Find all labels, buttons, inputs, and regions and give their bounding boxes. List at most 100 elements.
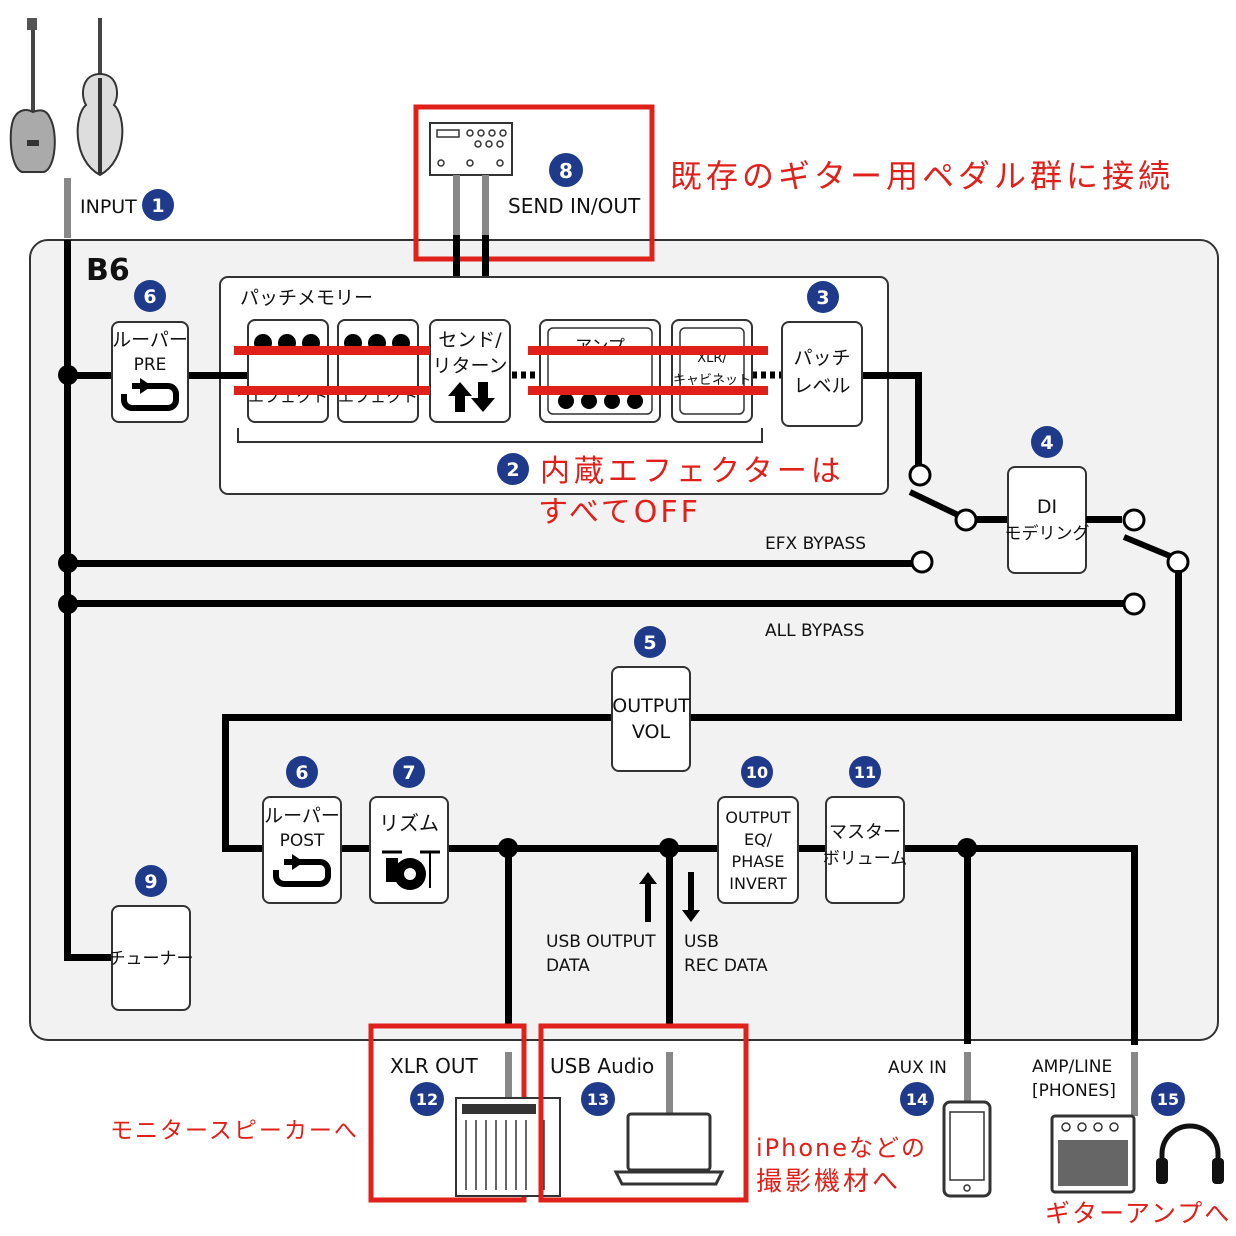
svg-text:ルーパー: ルーパー: [264, 805, 340, 827]
amp-block: [539, 319, 661, 423]
badge-2: 2: [497, 453, 529, 485]
patch-level-block: [781, 321, 863, 427]
svg-text:6: 6: [143, 286, 156, 308]
svg-text:11: 11: [854, 763, 876, 782]
badge-6a: 6: [134, 280, 166, 312]
svg-text:PHASE: PHASE: [732, 852, 785, 871]
smartphone-icon: [942, 1100, 992, 1198]
usb-output-arrow-icon: [639, 872, 657, 922]
upright-bass-icon: [76, 18, 124, 177]
svg-text:4: 4: [1040, 432, 1053, 454]
svg-text:チューナー: チューナー: [109, 949, 194, 969]
guitar-amp-annotation: ギターアンプへ: [1045, 1199, 1231, 1228]
svg-text:PRE: PRE: [134, 355, 167, 375]
badge-5: 5: [634, 626, 666, 658]
svg-text:XLR OUT: XLR OUT: [390, 1054, 478, 1078]
svg-text:DATA: DATA: [546, 956, 590, 976]
svg-text:センド/: センド/: [438, 329, 502, 351]
svg-text:POST: POST: [280, 831, 325, 851]
tuner-block: [111, 905, 191, 1011]
mixer-icon: [455, 1097, 561, 1197]
svg-text:5: 5: [643, 632, 656, 654]
output-vol-block: [611, 666, 691, 772]
svg-text:INVERT: INVERT: [729, 874, 787, 893]
badge-11: 11: [849, 756, 881, 788]
headphones-icon: [1156, 1123, 1224, 1184]
svg-text:リズム: リズム: [379, 811, 439, 835]
svg-text:USB: USB: [684, 932, 719, 952]
svg-text:AMP/LINE: AMP/LINE: [1032, 1057, 1112, 1077]
device-name: B6: [86, 253, 130, 288]
di-block: [1007, 466, 1087, 574]
send-highlight: [413, 104, 655, 262]
svg-text:USB Audio: USB Audio: [550, 1054, 654, 1078]
input-cable: [64, 178, 71, 238]
svg-text:12: 12: [416, 1090, 438, 1109]
iphone-annotation-2: 撮影機材へ: [756, 1167, 901, 1197]
monitor-annotation: モニタースピーカーへ: [110, 1118, 359, 1144]
svg-text:モデリング: モデリング: [1005, 523, 1090, 544]
efx-bypass-label: EFX BYPASS: [765, 534, 866, 554]
badge-14: 14: [900, 1082, 934, 1116]
effects-off-strike: [234, 346, 768, 395]
svg-text:マスター: マスター: [829, 822, 901, 843]
looper-pre-block: [111, 321, 189, 423]
svg-text:7: 7: [402, 762, 415, 784]
svg-text:レベル: レベル: [793, 375, 850, 397]
svg-text:EQ/: EQ/: [744, 830, 773, 849]
svg-text:ルーパー: ルーパー: [112, 329, 188, 351]
loop-icon: [121, 383, 179, 411]
badge-6b: 6: [286, 756, 318, 788]
badge-3: 3: [807, 281, 839, 313]
drum-icon: [382, 850, 440, 890]
svg-text:[PHONES]: [PHONES]: [1032, 1081, 1116, 1101]
svg-text:2: 2: [506, 459, 519, 481]
badge-15: 15: [1151, 1082, 1185, 1116]
svg-text:9: 9: [144, 871, 157, 893]
svg-text:3: 3: [816, 287, 829, 309]
down-arrow-icon: [471, 382, 495, 412]
cabinet-block: [671, 319, 753, 423]
svg-text:DI: DI: [1037, 496, 1057, 518]
effects-bracket: [237, 428, 763, 443]
looper-post-block: [262, 796, 342, 904]
svg-text:USB OUTPUT: USB OUTPUT: [546, 932, 656, 952]
svg-text:REC DATA: REC DATA: [684, 956, 768, 976]
svg-text:8: 8: [559, 159, 573, 183]
guitar-amp-icon: [1050, 1114, 1136, 1194]
master-volume-block: [825, 796, 905, 904]
badge-8: 8: [549, 153, 583, 187]
svg-text:6: 6: [295, 762, 308, 784]
send-label: SEND IN/OUT: [508, 194, 641, 218]
output-eq-block: [717, 796, 799, 904]
badge-4: 4: [1031, 426, 1063, 458]
input-label: INPUT: [80, 196, 137, 218]
svg-text:15: 15: [1157, 1090, 1179, 1109]
svg-text:10: 10: [746, 763, 768, 782]
bass-guitar-icon: [9, 18, 56, 173]
svg-text:13: 13: [587, 1090, 609, 1109]
all-bypass-label: ALL BYPASS: [765, 621, 864, 641]
svg-text:キャビネット: キャビネット: [673, 373, 751, 388]
svg-text:AUX IN: AUX IN: [888, 1058, 947, 1078]
laptop-icon: [613, 1112, 725, 1186]
send-return-block: [429, 319, 511, 423]
builtin-annotation-1: 内蔵エフェクターは: [540, 454, 845, 489]
usb-audio-highlight: [538, 1023, 749, 1203]
svg-text:1: 1: [151, 195, 164, 217]
svg-text:リターン: リターン: [432, 355, 507, 377]
usb-rec-arrow-icon: [682, 872, 700, 922]
svg-text:OUTPUT: OUTPUT: [725, 808, 790, 827]
badge-12: 12: [410, 1082, 444, 1116]
badge-10: 10: [741, 756, 773, 788]
svg-text:ボリューム: ボリューム: [823, 849, 908, 869]
up-arrow-icon: [448, 382, 472, 412]
iphone-annotation-1: iPhoneなどの: [756, 1134, 927, 1162]
svg-text:14: 14: [906, 1090, 928, 1109]
badge-9: 9: [135, 865, 167, 897]
svg-text:VOL: VOL: [632, 721, 671, 743]
badge-7: 7: [393, 756, 425, 788]
badge-1: 1: [142, 189, 174, 221]
svg-text:パッチ: パッチ: [793, 347, 850, 369]
